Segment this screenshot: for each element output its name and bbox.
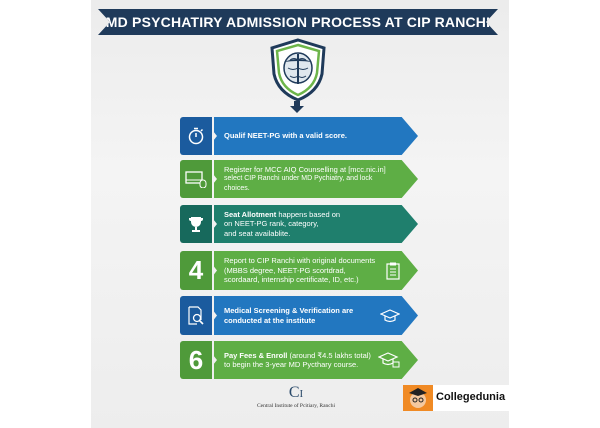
step-4: 4 Report to CIP Ranchi with original doc…: [180, 251, 418, 290]
arrow-down-icon: [290, 101, 304, 113]
step-4-number: 4: [180, 251, 212, 290]
step-1-icon-box: [180, 117, 212, 155]
step-1: Qualif NEET-PG with a valid score.: [180, 117, 418, 155]
step-4-text: Report to CIP Ranchi with original docum…: [214, 251, 418, 290]
shield-brain-caduceus-icon: [270, 38, 326, 102]
step-6-number: 6: [180, 341, 212, 379]
step-5-icon-box: [180, 296, 212, 335]
collegedunia-watermark: Collegedunia: [403, 385, 509, 411]
step-2-icon-box: [180, 160, 212, 198]
mascot-icon: [403, 385, 433, 411]
cip-logo-mark: CI: [288, 384, 304, 401]
step-5-text: Medical Screening & Verification are con…: [214, 296, 418, 335]
step-1-text: Qualif NEET-PG with a valid score.: [214, 117, 418, 155]
stopwatch-icon: [188, 127, 204, 145]
graduation-cap-books-icon: [378, 352, 400, 368]
step-3-icon-box: [180, 205, 212, 243]
step-2: Register for MCC AIQ Counselling at [mcc…: [180, 160, 418, 198]
step-3-text: Seat Allotment happens based on on NEET-…: [214, 205, 418, 243]
step-5: Medical Screening & Verification are con…: [180, 296, 418, 335]
clipboard-icon: [386, 262, 400, 280]
trophy-icon: [189, 217, 203, 232]
computer-mouse-icon: [185, 171, 207, 188]
document-search-icon: [188, 305, 204, 325]
cip-logo: CI Central Institute of Pcitiary, Ranchi: [257, 384, 335, 409]
title-banner: MD PSYCHATIRY ADMISSION PROCESS AT CIP R…: [98, 9, 498, 35]
step-6: 6 Pay Fees & Enroll (around ₹4.5 lakhs t…: [180, 341, 418, 379]
step-2-text: Register for MCC AIQ Counselling at [mcc…: [214, 160, 418, 198]
step-3: Seat Allotment happens based on on NEET-…: [180, 205, 418, 243]
step-6-text: Pay Fees & Enroll (around ₹4.5 lakhs tot…: [214, 341, 418, 379]
graduation-cap-icon: [380, 308, 400, 322]
